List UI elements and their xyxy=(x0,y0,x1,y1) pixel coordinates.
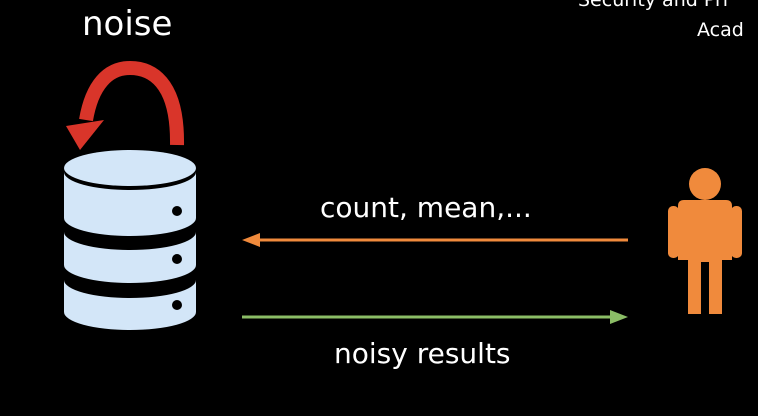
person-icon xyxy=(668,168,742,314)
header-title-line1: Security and Pri xyxy=(578,0,729,11)
result-arrow xyxy=(242,310,628,324)
query-arrow xyxy=(242,233,628,247)
curved-arrow-icon xyxy=(66,60,185,150)
database-icon xyxy=(64,150,196,330)
noise-label: noise xyxy=(82,4,173,44)
query-label: count, mean,... xyxy=(320,191,532,224)
results-label: noisy results xyxy=(334,337,511,370)
header-title-line2: Acad xyxy=(697,19,744,41)
